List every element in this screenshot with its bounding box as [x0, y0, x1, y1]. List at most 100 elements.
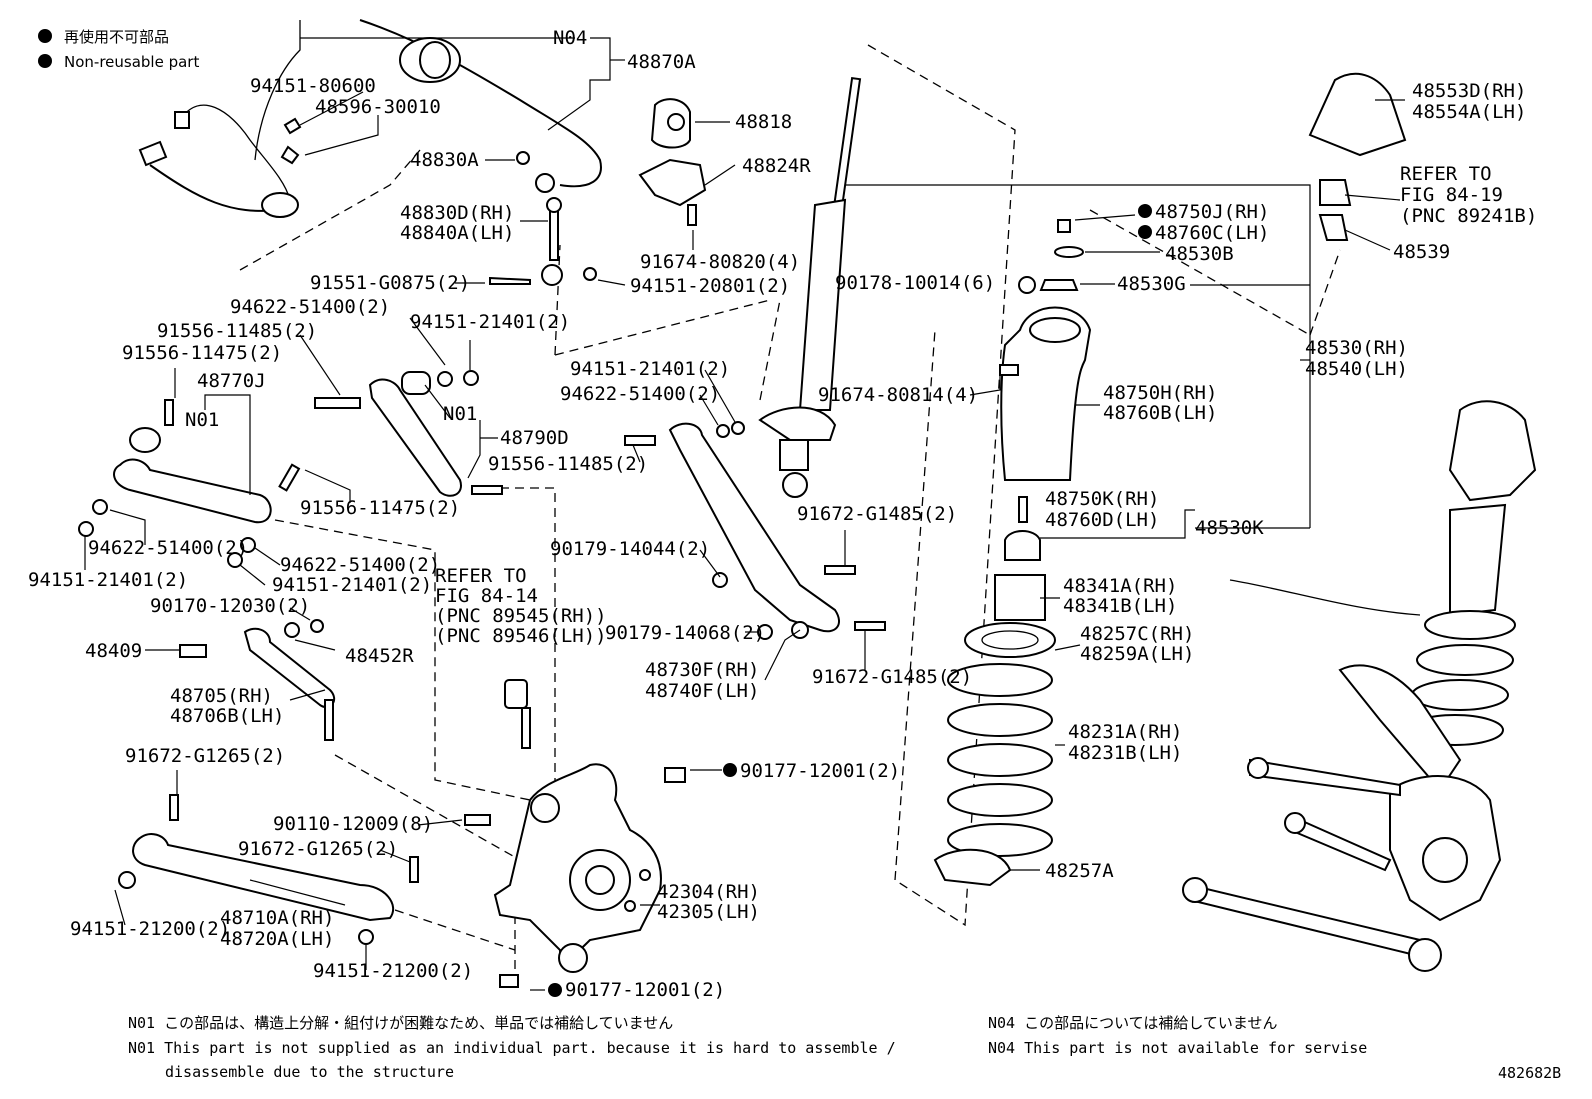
label-91672-G1265-b: 91672-G1265(2)	[238, 838, 398, 860]
label-91556-11485-b: 91556-11485(2)	[488, 453, 648, 475]
upper-control-arm-48790D	[368, 378, 462, 497]
label-94622-51400-c: 94622-51400(2)	[280, 554, 440, 576]
label-91672-G1485-b: 91672-G1485(2)	[812, 666, 972, 688]
label-91672-G1485-a: 91672-G1485(2)	[797, 503, 957, 525]
dashed-outlines	[239, 44, 1341, 970]
label-48553D: 48553D(RH)	[1412, 80, 1526, 102]
label-48231B: 48231B(LH)	[1068, 742, 1182, 764]
label-48790D: 48790D	[500, 427, 569, 449]
label-91556-11475-b: 91556-11475(2)	[300, 497, 460, 519]
label-91674-80814: 91674-80814(4)	[818, 384, 978, 406]
label-n04: N04	[553, 27, 587, 49]
label-94151-21401-a: 94151-21401(2)	[410, 311, 570, 333]
label-48259A: 48259A(LH)	[1080, 643, 1194, 665]
label-48720A: 48720A(LH)	[220, 928, 334, 950]
refer-fig-84-14-line4: (PNC 89546(LH))	[435, 625, 607, 647]
coil-spring	[947, 663, 1053, 857]
label-94151-21401-d: 94151-21401(2)	[570, 358, 730, 380]
label-48760B: 48760B(LH)	[1103, 402, 1217, 424]
footnotes: N01 この部品は、構造上分解・組付けが困難なため、単品では補給していません N…	[128, 1014, 1561, 1082]
label-48341B: 48341B(LH)	[1063, 595, 1177, 617]
lower-arm-48710A	[132, 833, 395, 922]
refer-fig-84-19-line1: REFER TO	[1400, 163, 1492, 185]
part-labels: N04 48870A 94151-80600 48596-30010 48818…	[28, 27, 1537, 1001]
wire-harness	[149, 164, 281, 212]
label-90179-14068: 90179-14068(2)	[605, 622, 765, 644]
label-48710A: 48710A(RH)	[220, 907, 334, 929]
refer-fig-84-19-line3: (PNC 89241B)	[1400, 205, 1537, 227]
label-48830D: 48830D(RH)	[400, 202, 514, 224]
assembled-view	[1182, 400, 1537, 972]
label-90110-12009: 90110-12009(8)	[273, 813, 433, 835]
label-90178-10014: 90178-10014(6)	[835, 272, 995, 294]
note-n04-jp: N04 この部品については補給していません	[988, 1014, 1277, 1032]
note-n04-en: N04 This part is not available for servi…	[988, 1039, 1367, 1057]
label-48539: 48539	[1393, 241, 1450, 263]
label-94151-80600: 94151-80600	[250, 75, 376, 97]
label-94151-21200-a: 94151-21200(2)	[70, 918, 230, 940]
toe-control-arm-48705	[243, 627, 336, 709]
legend-en: Non-reusable part	[64, 53, 199, 71]
label-91556-11475-a: 91556-11475(2)	[122, 342, 282, 364]
lower-spring-insulator	[933, 848, 1012, 887]
note-n01-en-line2: disassemble due to the structure	[165, 1063, 454, 1081]
non-reusable-dot-icon	[38, 54, 52, 68]
legend-jp: 再使用不可部品	[64, 28, 169, 46]
label-48770J: 48770J	[197, 370, 266, 392]
refer-fig-84-14-line2: FIG 84-14	[435, 585, 538, 607]
stabilizer-link	[549, 204, 559, 261]
label-48596-30010: 48596-30010	[315, 96, 441, 118]
non-reusable-dot-icon	[38, 29, 52, 43]
label-94622-51400-b: 94622-51400(2)	[88, 537, 248, 559]
label-91674-80820: 91674-80820(4)	[640, 251, 800, 273]
label-48341A: 48341A(RH)	[1063, 575, 1177, 597]
note-n01-jp: N01 この部品は、構造上分解・組付けが困難なため、単品では補給していません	[128, 1014, 673, 1032]
label-48705: 48705(RH)	[170, 685, 273, 707]
label-48840A: 48840A(LH)	[400, 222, 514, 244]
shock-body	[798, 198, 847, 411]
stabilizer-bar-group	[138, 19, 707, 286]
label-90177-12001-a: 90177-12001(2)	[740, 760, 900, 782]
refer-fig-84-14-line3: (PNC 89545(RH))	[435, 605, 607, 627]
label-42305: 42305(LH)	[657, 901, 760, 923]
label-94151-21401-b: 94151-21401(2)	[28, 569, 188, 591]
refer-fig-84-19-line2: FIG 84-19	[1400, 184, 1503, 206]
label-n01-b: N01	[443, 403, 477, 425]
label-48750K: 48750K(RH)	[1045, 488, 1159, 510]
label-48760C: 48760C(LH)	[1155, 222, 1269, 244]
knuckle-42304	[493, 679, 686, 988]
label-94622-51400-a: 94622-51400(2)	[230, 296, 390, 318]
non-reusable-dot-icon	[548, 983, 562, 997]
label-48409: 48409	[85, 640, 142, 662]
lower-link-arm	[668, 422, 840, 633]
label-48554A: 48554A(LH)	[1412, 101, 1526, 123]
shock-piston-rod	[832, 76, 862, 210]
upper-arms-group	[78, 370, 503, 568]
shock-absorber-48530	[758, 76, 1092, 887]
label-91556-11485-a: 91556-11485(2)	[157, 320, 317, 342]
spring-insulator	[964, 622, 1056, 658]
label-48740F: 48740F(LH)	[645, 680, 759, 702]
label-48830A: 48830A	[410, 149, 479, 171]
label-48750J: 48750J(RH)	[1155, 201, 1269, 223]
rebound-cover	[1308, 72, 1407, 157]
top-right-parts	[1308, 72, 1407, 241]
label-n01-a: N01	[185, 409, 219, 431]
label-48824R: 48824R	[742, 155, 811, 177]
non-reusable-dot-icon	[1138, 204, 1152, 218]
lower-link-48730F	[624, 421, 886, 640]
label-48530K: 48530K	[1195, 517, 1264, 539]
label-48452R: 48452R	[345, 645, 414, 667]
label-94151-21401-c: 94151-21401(2)	[272, 574, 432, 596]
label-42304: 42304(RH)	[657, 881, 760, 903]
label-94151-21200-b: 94151-21200(2)	[313, 960, 473, 982]
refer-fig-84-14-line1: REFER TO	[435, 565, 527, 587]
note-n01-en-line1: N01 This part is not supplied as an indi…	[128, 1039, 896, 1057]
label-90177-12001-b: 90177-12001(2)	[565, 979, 725, 1001]
label-48750H: 48750H(RH)	[1103, 382, 1217, 404]
lower-arms-group	[118, 619, 491, 945]
label-94622-51400-d: 94622-51400(2)	[560, 383, 720, 405]
label-48231A: 48231A(RH)	[1068, 721, 1182, 743]
